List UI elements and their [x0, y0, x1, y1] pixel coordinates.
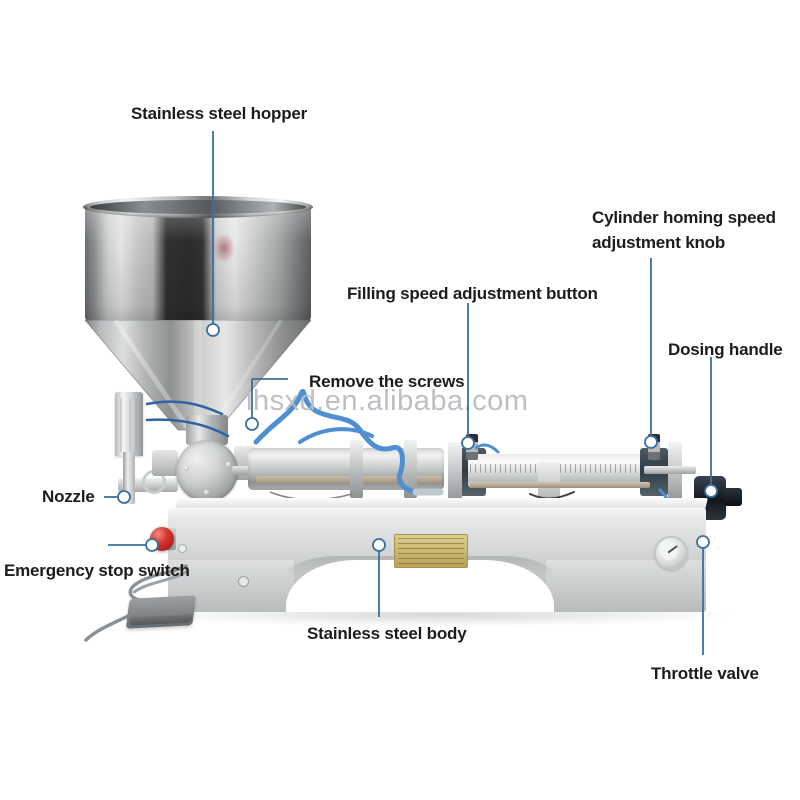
base-screw: [238, 576, 249, 587]
cylinder-rod-left: [232, 466, 258, 475]
pneumatic-cylinder-bracket: [448, 442, 462, 504]
hopper-rim-inner: [90, 200, 306, 214]
pump-flange-left: [152, 450, 178, 476]
hopper-barrel: [85, 207, 311, 322]
hopper: [83, 196, 313, 441]
label-stainless-steel-body: Stainless steel body: [307, 624, 467, 643]
cylinder-bracket: [404, 440, 417, 498]
pump-bolt: [184, 466, 189, 471]
pump-head: [176, 440, 238, 502]
base-arch-cutout: [286, 560, 554, 612]
label-nozzle: Nozzle: [42, 487, 95, 506]
label-cylinder-homing-speed-adjustment-knob: Cylinder homing speed adjustment knob: [592, 208, 776, 252]
pneumatic-cylinder-tie-rod: [470, 482, 650, 488]
pressure-gauge: [654, 536, 688, 570]
machine-nameplate: [394, 534, 468, 568]
label-dosing-handle: Dosing handle: [668, 340, 783, 359]
label-emergency-stop-switch: Emergency stop switch: [4, 561, 190, 580]
label-stainless-steel-hopper: Stainless steel hopper: [131, 104, 308, 123]
hopper-cone: [85, 320, 311, 432]
base-screw: [178, 544, 187, 553]
pneumatic-cylinder-piston-rod: [644, 466, 696, 474]
hopper-rim: [83, 196, 313, 218]
nameplate-text-rows: [398, 538, 464, 564]
label-throttle-valve: Throttle valve: [651, 664, 759, 683]
nozzle-body: [115, 392, 143, 456]
cylinder-bracket: [350, 440, 363, 498]
dosing-handle-shaft: [724, 488, 742, 506]
pump-bolt: [226, 462, 231, 467]
cylinder-tie-rod: [256, 476, 442, 484]
label-remove-the-screws: Remove the screws: [309, 372, 465, 391]
watermark: lhsxd.en.alibaba.com: [246, 385, 529, 417]
base-leg-right: [546, 560, 706, 612]
pump-bolt: [204, 490, 209, 495]
label-filling-speed-adjustment-button: Filling speed adjustment button: [347, 284, 598, 303]
